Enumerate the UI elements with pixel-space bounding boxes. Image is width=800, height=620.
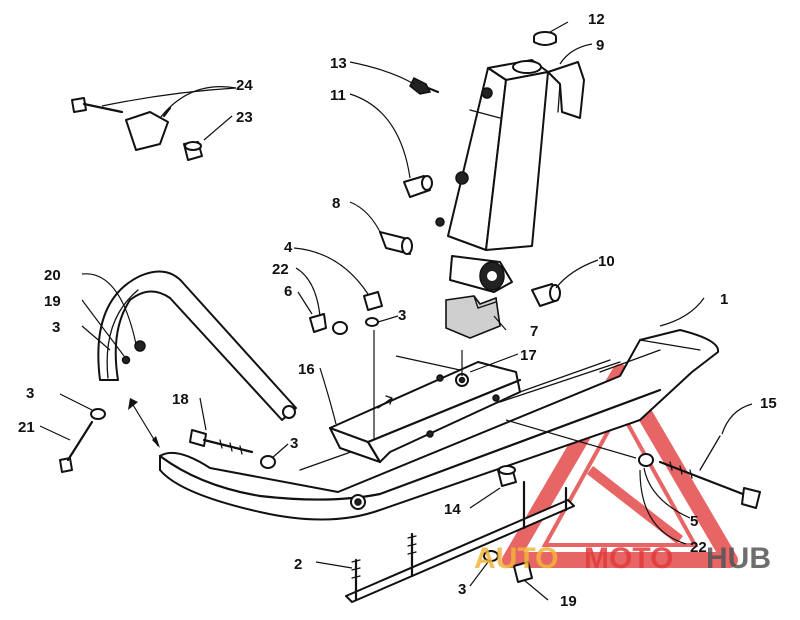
- callout-3-d: 3: [290, 435, 298, 452]
- callout-16: 16: [298, 361, 315, 378]
- leader-lines: [39, 21, 753, 601]
- callout-12: 12: [588, 11, 605, 28]
- part-12-cap: [533, 31, 557, 46]
- callout-22-a: 22: [272, 261, 289, 278]
- callout-labels: 1 2 3 3 3 3 3 4 5 6 7 8 9 10 11 12 13 14…: [18, 11, 777, 610]
- part-18-bolt: [189, 429, 254, 455]
- part-13-fitting: [409, 76, 440, 95]
- callout-3-a: 3: [398, 307, 406, 324]
- callout-19-b: 19: [560, 593, 577, 610]
- watermark-auto: AUTO: [474, 542, 558, 575]
- watermark-text: AUTO MOTO HUB: [474, 542, 771, 575]
- callout-18: 18: [172, 391, 189, 408]
- callout-3-e: 3: [458, 581, 466, 598]
- callout-3-c: 3: [26, 385, 34, 402]
- part-16-saddle: [328, 361, 522, 464]
- watermark-hub: HUB: [706, 542, 771, 575]
- part-20-handle: [97, 270, 297, 421]
- part-5-washer: [638, 453, 654, 467]
- part-14-nut: [497, 465, 517, 487]
- part-6-nut: [309, 313, 327, 333]
- callout-20: 20: [44, 267, 61, 284]
- callout-19-a: 19: [44, 293, 61, 310]
- callout-21: 21: [18, 419, 35, 436]
- part-22-washer: [332, 321, 348, 335]
- callout-11: 11: [330, 87, 346, 104]
- callout-6: 6: [284, 283, 292, 300]
- callout-24: 24: [236, 77, 253, 94]
- part-24-bolt: [71, 97, 172, 151]
- part-9-spindle: [435, 59, 585, 251]
- part-7-block: [445, 295, 501, 339]
- part-3-washer: [260, 317, 379, 469]
- part-11-bushing: [403, 175, 433, 198]
- bottom-washer-nut: [483, 550, 533, 583]
- part-21-bolt: [59, 408, 106, 473]
- part-15-bolt: [658, 435, 761, 509]
- callout-9: 9: [596, 37, 604, 54]
- callout-17: 17: [520, 347, 537, 364]
- watermark-moto: MOTO: [584, 542, 673, 575]
- callout-7: 7: [530, 323, 538, 340]
- callout-5: 5: [690, 513, 698, 530]
- part-2-carbide-bar: [345, 480, 575, 603]
- spindle-knuckle: [449, 255, 513, 293]
- part-4-nut: [363, 291, 383, 311]
- part-23-nut: [183, 141, 203, 161]
- callout-2: 2: [294, 556, 302, 573]
- callout-22-b: 22: [690, 539, 707, 556]
- part-10-bushing: [531, 283, 561, 307]
- callout-14: 14: [444, 501, 461, 518]
- watermark-logo: [502, 364, 738, 568]
- part-8-bushing: [379, 231, 413, 255]
- callout-8: 8: [332, 195, 340, 212]
- callout-15: 15: [760, 395, 777, 412]
- callout-1: 1: [720, 291, 728, 308]
- callout-13: 13: [330, 55, 347, 72]
- callout-3-b: 3: [52, 319, 60, 336]
- callout-10: 10: [598, 253, 615, 270]
- callout-23: 23: [236, 109, 253, 126]
- callout-4: 4: [284, 239, 293, 256]
